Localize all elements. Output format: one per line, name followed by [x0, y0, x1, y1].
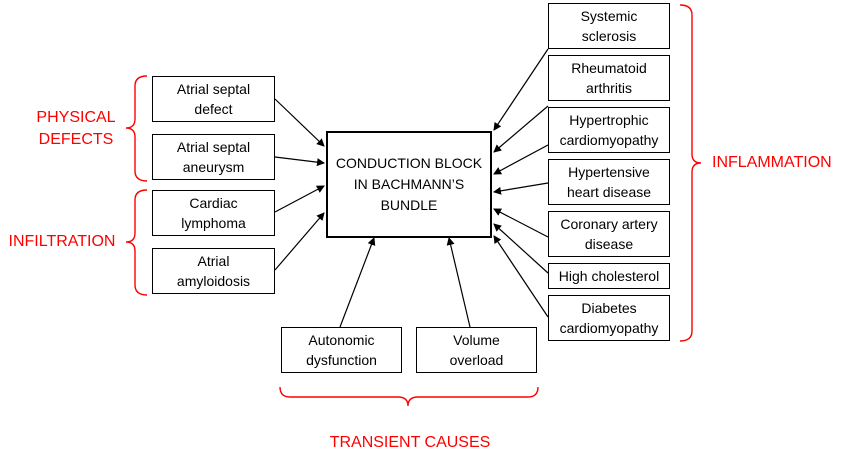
transient-causes-label: TRANSIENT CAUSES — [329, 434, 491, 451]
arrow-hypertensive-heart-disease — [493, 182, 549, 195]
hypertrophic-cardiomyopathy-box: Hypertrophic cardiomyopathy — [548, 107, 670, 153]
atrial-amyloidosis-box: Atrial amyloidosis — [152, 248, 275, 294]
atrial-septal-defect-box: Atrial septal defect — [152, 76, 275, 122]
atrial-septal-aneurysm-box: Atrial septal aneurysm — [152, 134, 275, 180]
cardiac-lymphoma-box: Cardiac lymphoma — [152, 190, 275, 236]
diabetes-cardiomyopathy-box: Diabetes cardiomyopathy — [548, 295, 670, 341]
bracket-transient-causes — [279, 386, 539, 407]
left-arrows — [274, 98, 325, 271]
arrow-diabetes-cardiomyopathy — [493, 235, 549, 318]
right-arrows — [493, 48, 549, 318]
volume-overload-box: Volume overload — [416, 327, 537, 373]
arrow-hypertrophic-cardiomyopathy — [493, 144, 549, 175]
physical-defects-label: PHYSICAL DEFECTS — [36, 109, 116, 148]
conduction-block-box: CONDUCTION BLOCK IN BACHMANN’S BUNDLE — [326, 131, 492, 238]
inflammation-label: INFLAMMATION — [712, 154, 832, 171]
arrow-atrial-amyloidosis — [274, 212, 325, 271]
bracket-infiltration — [125, 189, 148, 296]
rheumatoid-arthritis-box: Rheumatoid arthritis — [548, 55, 670, 101]
systemic-sclerosis-box: Systemic sclerosis — [548, 3, 670, 49]
arrow-high-cholesterol — [493, 223, 549, 274]
arrow-atrial-septal-defect — [274, 98, 325, 147]
group-brackets — [125, 4, 702, 407]
arrow-atrial-septal-aneurysm — [274, 156, 325, 167]
infiltration-label: INFILTRATION — [8, 233, 116, 250]
arrow-rheumatoid-arthritis — [493, 105, 549, 153]
arrow-coronary-artery-disease — [493, 208, 549, 238]
arrow-autonomic-dysfunction — [339, 237, 376, 328]
bracket-inflammation — [679, 4, 702, 342]
autonomic-dysfunction-box: Autonomic dysfunction — [281, 327, 402, 373]
arrow-cardiac-lymphoma — [274, 185, 325, 213]
arrow-volume-overload — [446, 237, 471, 328]
bottom-arrows — [339, 237, 471, 328]
high-cholesterol-box: High cholesterol — [548, 263, 670, 289]
bracket-physical-defects — [125, 75, 148, 182]
coronary-artery-disease-box: Coronary artery disease — [548, 211, 670, 257]
hypertensive-heart-disease-box: Hypertensive heart disease — [548, 159, 670, 205]
arrow-systemic-sclerosis — [493, 48, 549, 131]
